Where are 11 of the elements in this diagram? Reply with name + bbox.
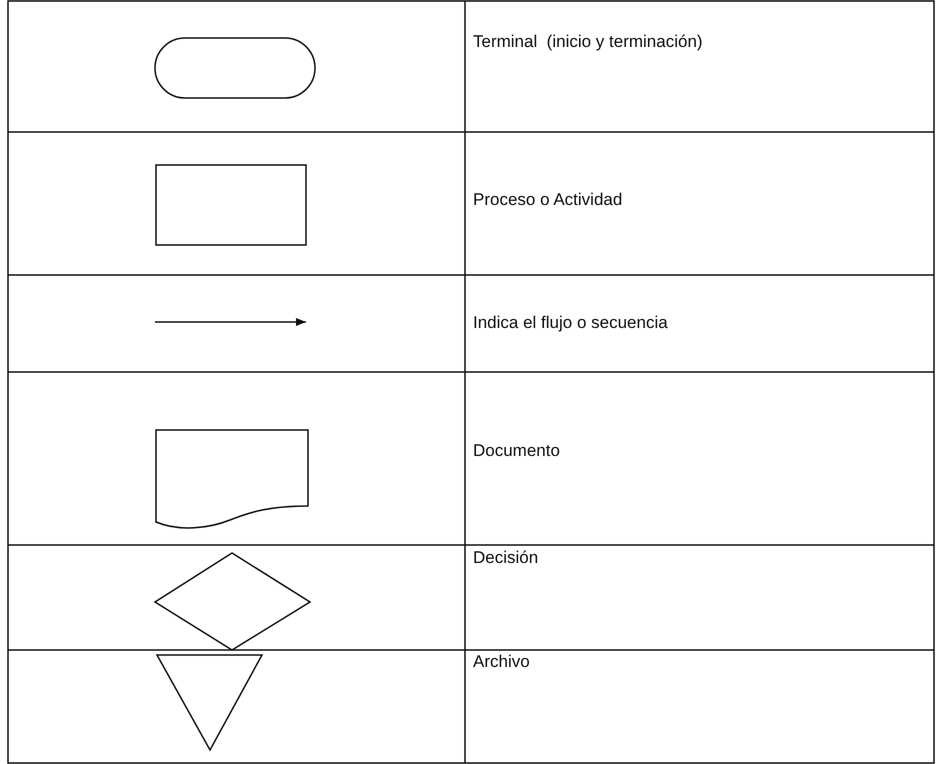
symbol-description: Terminal (inicio y terminación) (473, 32, 703, 52)
process-symbol (155, 164, 307, 246)
document-symbol (155, 429, 309, 529)
symbol-description: Archivo (473, 652, 530, 672)
symbol-description: Indica el flujo o secuencia (473, 313, 668, 333)
decision-symbol (154, 552, 312, 651)
symbol-description: Proceso o Actividad (473, 190, 622, 210)
symbol-description: Decisión (473, 548, 538, 568)
terminal-symbol (154, 37, 316, 99)
archive-symbol (156, 654, 264, 752)
symbol-description: Documento (473, 441, 560, 461)
